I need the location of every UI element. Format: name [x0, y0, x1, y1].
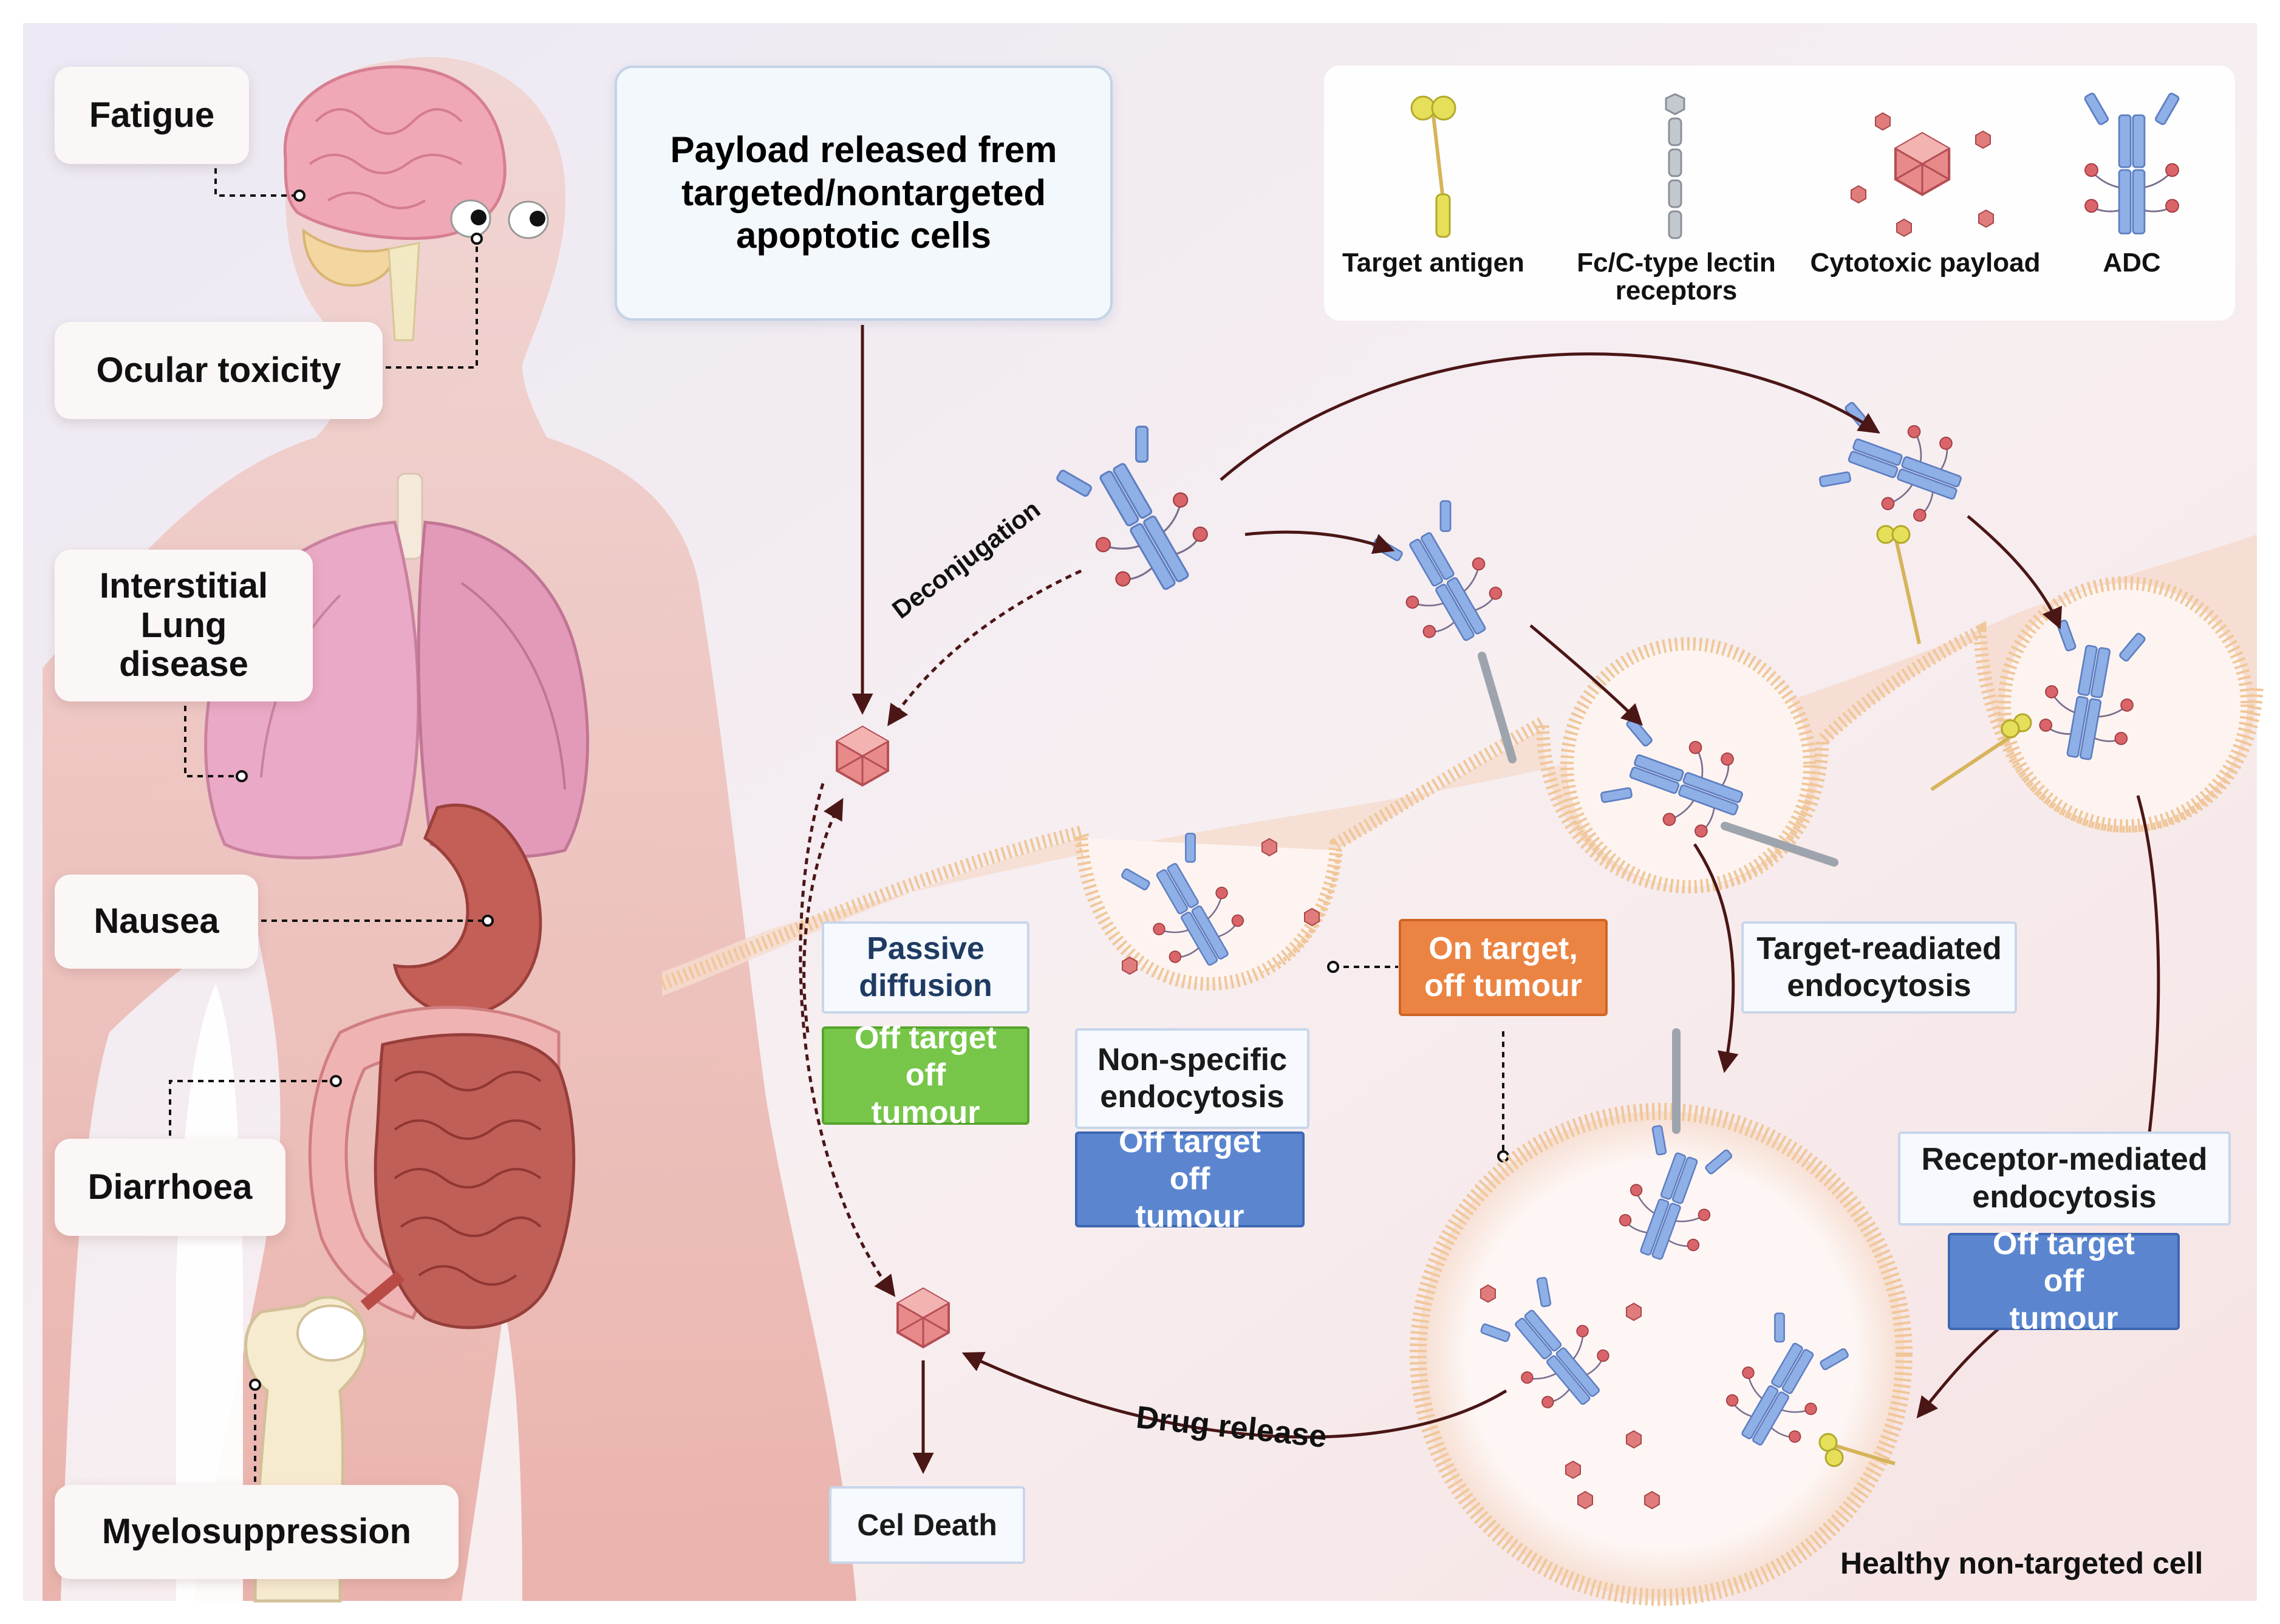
- label-nausea: Nausea: [55, 875, 258, 969]
- label-diarrhoea: Diarrhoea: [55, 1139, 285, 1236]
- receptor-off-target-tag: Off target off tumour: [1948, 1226, 2180, 1336]
- passive-diffusion-box: Passive diffusion: [822, 921, 1029, 1014]
- legend-payload-label: Cytotoxic payload: [1810, 248, 2041, 278]
- passive-off-target-tag: Off target off tumour: [822, 1020, 1029, 1130]
- legend-adc-label: ADC: [2103, 248, 2161, 278]
- label-interstitial-lung-disease: Interstitial Lung disease: [55, 550, 313, 701]
- non-specific-endocytosis-box: Non-specific endocytosis: [1075, 1028, 1309, 1129]
- receptor-icon: [1665, 93, 1685, 239]
- small-intestine: [374, 1033, 576, 1329]
- legend-receptors-label: Fc/C-type lectin receptors: [1577, 248, 1776, 306]
- right-lung: [417, 520, 589, 859]
- target-mediated-endocytosis-box: Target-readiated endocytosis: [1741, 921, 2017, 1014]
- target-antigen-icon: [1410, 95, 1456, 238]
- label-myelosuppression: Myelosuppression: [55, 1485, 459, 1579]
- endosome: [1410, 1103, 1913, 1606]
- cell-death-box: Cel Death: [829, 1486, 1025, 1564]
- payload-released-box: Payload released frem targeted/nontarget…: [615, 66, 1113, 321]
- label-fatigue: Fatigue: [55, 67, 249, 164]
- receptor-mediated-endocytosis-box: Receptor-mediated endocytosis: [1898, 1131, 2231, 1226]
- large-intestine: [308, 1006, 561, 1320]
- healthy-cell-label: Healthy non-targeted cell: [1840, 1546, 2203, 1580]
- on-target-off-tumour-tag: On target, off tumour: [1399, 919, 1608, 1016]
- legend-target-antigen-label: Target antigen: [1342, 248, 1524, 278]
- non-specific-off-target-tag: Off target off tumour: [1075, 1124, 1305, 1234]
- label-ocular-toxicity: Ocular toxicity: [55, 322, 383, 419]
